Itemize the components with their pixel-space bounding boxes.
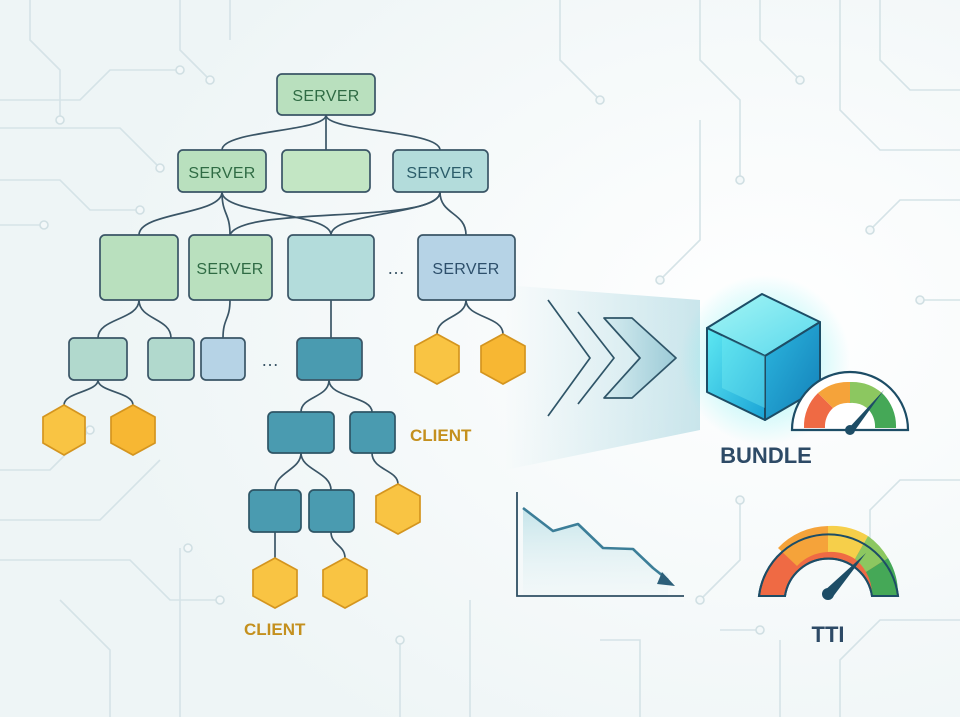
- bundle-label: BUNDLE: [720, 443, 812, 468]
- server-label-l2-b: SERVER: [196, 261, 263, 278]
- server-node-root: [276, 73, 376, 116]
- client-label-bottom: CLIENT: [244, 620, 306, 639]
- server-label-left: SERVER: [188, 165, 255, 182]
- client-node-l3-d: [296, 337, 363, 381]
- server-label-right: SERVER: [406, 165, 473, 182]
- hexagon-7: [322, 557, 368, 609]
- server-nodes: [99, 73, 516, 301]
- bundle-gauge-icon: [790, 370, 910, 435]
- server-label-l2-d: SERVER: [432, 261, 499, 278]
- triple-chevron-arrow-icon: [547, 299, 677, 417]
- tree-connectors: [63, 114, 504, 559]
- server-node-l2-d: [417, 234, 516, 301]
- hexagon-1: [42, 404, 86, 456]
- hexagon-2: [110, 404, 156, 456]
- node-blank-center: [281, 149, 371, 193]
- client-nodes: [248, 411, 396, 533]
- hexagon-4: [480, 333, 526, 385]
- node-l3-c: [200, 337, 246, 381]
- line-chart-down-icon: [516, 492, 684, 597]
- hexagon-components: [42, 333, 526, 609]
- server-node-right: [392, 149, 489, 193]
- client-label-right: CLIENT: [410, 426, 472, 445]
- tti-gauge-icon: [757, 525, 900, 600]
- server-node-l2-b: [188, 234, 273, 301]
- client-node-a: [267, 411, 335, 454]
- server-node-left: [177, 149, 267, 193]
- client-node-b: [349, 411, 396, 454]
- node-blank-l2-c: [287, 234, 375, 301]
- node-blank-l2-a: [99, 234, 179, 301]
- cube-icon: [680, 275, 850, 445]
- level3-nodes: [68, 337, 363, 381]
- server-label-root: SERVER: [292, 88, 359, 105]
- client-node-d: [308, 489, 355, 533]
- hexagon-3: [414, 333, 460, 385]
- hexagon-5: [375, 483, 421, 535]
- ellipsis-lower: …: [261, 350, 279, 370]
- ellipsis-upper: …: [387, 258, 405, 278]
- transition-beam: [505, 285, 700, 470]
- hexagon-6: [252, 557, 298, 609]
- node-l3-a: [68, 337, 128, 381]
- node-l3-b: [147, 337, 195, 381]
- client-node-c: [248, 489, 302, 533]
- tti-label: TTI: [812, 622, 845, 647]
